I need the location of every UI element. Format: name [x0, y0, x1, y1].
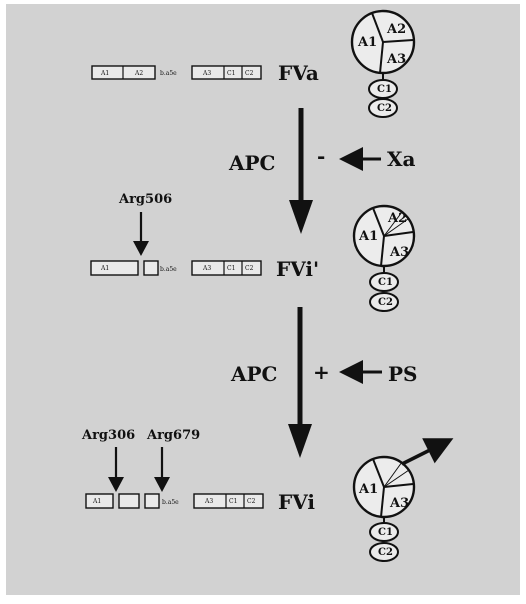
fvi-prime-label: FVi': [276, 257, 319, 281]
fvi-prime-cleavage-label: Arg506: [118, 192, 172, 207]
transition-2: APC + PS: [230, 307, 417, 458]
fvi-label: FVi: [278, 490, 315, 514]
transition-2-enzyme: APC: [230, 362, 277, 386]
fva-c1-label: C1: [377, 84, 392, 95]
fva-domain-a1: A1: [100, 70, 109, 77]
fvi-c1-label: C1: [378, 527, 393, 538]
fvi-pie-a1: A1: [358, 482, 378, 497]
fvi-structure-pie: A1 A3: [352, 455, 416, 519]
transition-2-arrow-head: [288, 424, 312, 458]
fvi-c2-ellipse: [369, 542, 399, 562]
fvi-cleavage-label-arg306: Arg306: [81, 428, 135, 443]
fvi-prime-domain-c1: C1: [227, 265, 235, 272]
fva-domain-a3: A3: [202, 70, 211, 77]
fvi-prime-cleavage-arrow-head: [133, 241, 149, 256]
fvi-prime-c1-label: C1: [378, 277, 393, 288]
fva-structure-pie: A1 A2 A3: [350, 9, 416, 75]
fvi-a2-fragment-2: [144, 493, 160, 509]
fvi-prime-a2-fragment: [143, 260, 159, 276]
transition-2-modifier: PS: [388, 362, 417, 386]
fvi-light-chain-box: A3 C1 C2: [193, 493, 264, 509]
fvi-pie-a3: A3: [389, 496, 409, 511]
fvi-domain-a1: A1: [92, 498, 101, 505]
fvi-prime-structure-pie: A1 A2 A3: [352, 204, 416, 268]
fva-c2-ellipse: [368, 98, 398, 118]
fvi-c2-label: C2: [378, 547, 393, 558]
fvi-arg679-arrow-head: [154, 477, 170, 492]
fvi-prime-c1-ellipse: [369, 272, 399, 292]
fvi-a1-box: [85, 493, 114, 509]
fvi-prime-a1-box: [90, 260, 139, 276]
fvi-domain-a3: A3: [204, 498, 213, 505]
transition-1: APC - Xa: [228, 108, 416, 234]
transition-1-modifier: Xa: [387, 147, 416, 171]
transition-1-sign: -: [317, 144, 325, 168]
fvi-a2-fragment-1: [118, 493, 140, 509]
transition-2-sign: +: [313, 360, 330, 384]
fvi-domain-c2: C2: [247, 498, 256, 505]
fva-pie-a2: A2: [386, 22, 406, 37]
fva-pie-a1: A1: [357, 35, 377, 50]
fvi-prime-c2-label: C2: [378, 297, 393, 308]
transition-1-arrow-head: [289, 200, 313, 234]
fva-pie-a3: A3: [386, 52, 406, 67]
fvi-arg306-arrow-head: [108, 477, 124, 492]
fva-domain-a2: A2: [134, 70, 143, 77]
transition-1-enzyme: APC: [228, 151, 275, 175]
fvi-prime-pie-a2: A2: [387, 211, 407, 226]
fvi-prime-domain-a3: A3: [202, 265, 211, 272]
fvi-prime-domain-a1: A1: [100, 265, 109, 272]
fvi-prime-c2-ellipse: [369, 292, 399, 312]
fvi-b-domain-linker: b.a5e: [162, 499, 179, 506]
fvi-cleavage-label-arg679: Arg679: [146, 428, 200, 443]
state-fvi-prime: Arg506 A1 b.a5e A3 C1 C2 FVi' A1 A2 A3: [90, 192, 416, 312]
fvi-domain-c1: C1: [229, 498, 237, 505]
fvi-c1-ellipse: [369, 522, 399, 542]
fva-label: FVa: [278, 61, 319, 85]
fvi-prime-light-chain-box: A3 C1 C2: [191, 260, 262, 276]
fva-domain-c2: C2: [245, 70, 254, 77]
fvi-prime-pie-a1: A1: [358, 229, 378, 244]
fvi-a2-release-arrow: [401, 438, 454, 466]
fva-domain-c1: C1: [227, 70, 235, 77]
state-fva: A1 A2 b.a5e A3 C1 C2 FVa A1 A2 A3 C1 C2: [91, 9, 416, 118]
state-fvi: Arg306 Arg679 A1 b.a5e A3 C1 C2 FVi A1: [81, 428, 454, 562]
fvi-prime-pie-a3: A3: [389, 245, 409, 260]
fva-light-chain-box: A3 C1 C2: [191, 65, 262, 80]
fva-heavy-chain-box: A1 A2: [91, 65, 156, 80]
fvi-prime-domain-c2: C2: [245, 265, 254, 272]
fva-b-domain-linker: b.a5e: [160, 70, 177, 77]
fvi-prime-b-domain-linker: b.a5e: [160, 266, 177, 273]
fva-c2-label: C2: [377, 103, 392, 114]
